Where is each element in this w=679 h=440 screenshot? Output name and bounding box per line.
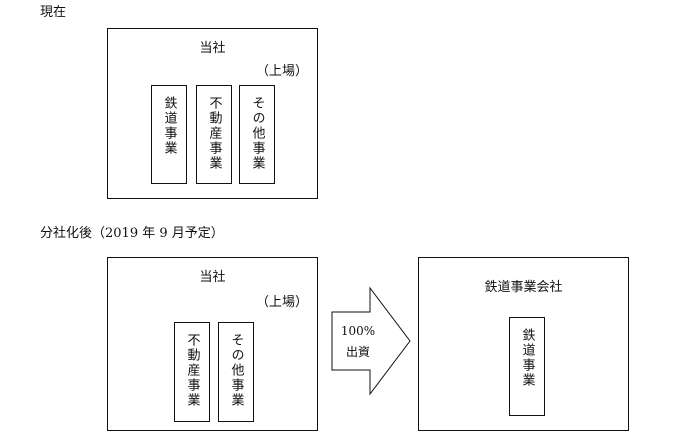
current-listed-label: （上場） — [256, 64, 309, 79]
subsidiary-business-rail-text: 鉄道事業 — [519, 328, 535, 388]
current-business-other-text: その他事業 — [249, 96, 265, 171]
current-business-realestate: 不動産事業 — [196, 85, 232, 184]
after-business-other-text: その他事業 — [228, 333, 244, 408]
after-listed-label: （上場） — [256, 295, 309, 310]
subsidiary-box: 鉄道事業会社 鉄道事業 — [418, 257, 629, 431]
current-business-other: その他事業 — [239, 85, 275, 184]
after-business-realestate: 不動産事業 — [174, 322, 210, 422]
after-company-name: 当社 — [199, 270, 226, 285]
investment-label: 出資 — [345, 345, 370, 359]
after-business-other: その他事業 — [218, 322, 254, 422]
investment-percent: 100% — [340, 324, 376, 338]
subsidiary-business-rail: 鉄道事業 — [509, 317, 545, 416]
current-company-box: 当社 （上場） 鉄道事業 不動産事業 その他事業 — [107, 28, 318, 199]
current-heading: 現在 — [40, 5, 67, 20]
after-company-box: 当社 （上場） 不動産事業 その他事業 — [107, 257, 318, 431]
after-business-realestate-text: 不動産事業 — [184, 333, 200, 408]
subsidiary-name: 鉄道事業会社 — [484, 280, 563, 295]
after-heading: 分社化後（2019 年 9 月予定） — [40, 226, 224, 241]
current-business-rail-text: 鉄道事業 — [161, 96, 177, 156]
current-company-name: 当社 — [199, 41, 226, 56]
current-business-rail: 鉄道事業 — [151, 85, 187, 184]
current-business-realestate-text: 不動産事業 — [206, 96, 222, 171]
